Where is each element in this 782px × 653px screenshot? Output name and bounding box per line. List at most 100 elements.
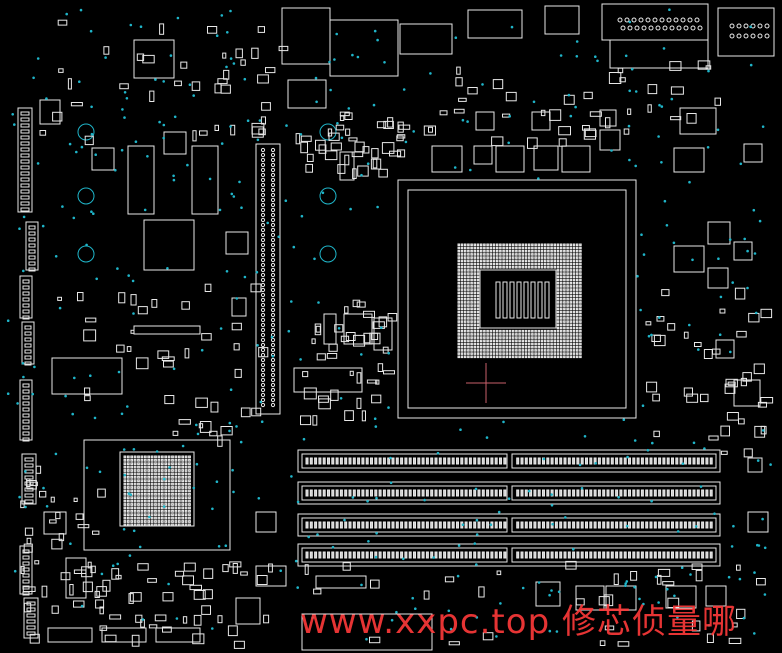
via (120, 412, 124, 416)
pcie-pin (270, 167, 276, 173)
dimm-pin (619, 521, 623, 529)
dimm-pin (430, 521, 434, 529)
io-pin (673, 17, 679, 23)
cpu-pad (508, 262, 512, 266)
cpu-pad (575, 249, 579, 253)
cpu-pad (467, 291, 470, 295)
chipset-ball (181, 455, 185, 459)
via (123, 116, 126, 119)
smd-component (70, 102, 83, 107)
cpu-pad (566, 329, 569, 333)
dimm-slot-4 (297, 543, 721, 567)
smd-component (77, 292, 84, 302)
dimm-pin (318, 521, 322, 529)
cpu-pad (543, 333, 547, 336)
chipset-ball (130, 458, 134, 462)
cpu-pad (563, 349, 566, 352)
dimm-pin (636, 551, 640, 559)
cpu-pad (556, 265, 560, 269)
header-pin (28, 249, 36, 254)
cpu-pad (508, 355, 512, 359)
cpu-pad (569, 253, 573, 256)
smd-component (558, 138, 567, 147)
dimm-pin (361, 551, 365, 559)
cpu-pad (463, 310, 467, 314)
dimm-pin (481, 457, 485, 465)
smd-component (217, 78, 228, 85)
header-pin (22, 567, 30, 572)
smd-component (349, 370, 354, 376)
chipset-ball (181, 492, 185, 496)
header-pin (22, 279, 30, 284)
via (116, 267, 119, 270)
smd-component (661, 289, 670, 297)
chipset-ball (184, 455, 188, 459)
smd-component (306, 153, 314, 163)
smd-component (695, 569, 703, 582)
dimm-pin (516, 521, 520, 529)
cpu-pad (579, 323, 582, 327)
cpu-pad (563, 253, 566, 256)
cpu-pad (559, 317, 563, 320)
chipset-ball (177, 455, 181, 459)
chipset-ball (177, 492, 181, 496)
chipset-ball (171, 469, 174, 472)
cpu-pad (559, 291, 563, 295)
cpu-pad (476, 349, 480, 352)
cpu-pad (579, 281, 582, 285)
pcie-pin (260, 317, 266, 323)
cpu-pad (457, 253, 461, 256)
cpu-pad (563, 265, 566, 269)
chipset-ball (177, 465, 181, 469)
ic-package (533, 145, 559, 171)
chipset-ball (164, 472, 168, 476)
cpu-pad (556, 259, 560, 263)
dimm-pin (382, 551, 386, 559)
smd-component (222, 52, 227, 59)
cpu-pad (559, 285, 563, 288)
smd-component (378, 316, 388, 328)
cpu-pad (540, 253, 544, 256)
cpu-pad (559, 326, 563, 330)
via (225, 65, 228, 69)
cpu-pad (559, 352, 563, 355)
smd-component (398, 124, 411, 130)
smd-component (75, 513, 84, 520)
dimm-pin (683, 489, 687, 497)
smd-component (204, 283, 212, 293)
smd-component (207, 26, 218, 34)
chipset-ball (181, 506, 185, 510)
cpu-pad (502, 352, 505, 355)
cpu-pad (569, 349, 573, 352)
smd-component (339, 115, 345, 121)
cpu-pad (569, 323, 573, 327)
chipset-ball (150, 516, 154, 520)
dimm-pin (688, 521, 692, 529)
cpu-pad (559, 304, 563, 307)
cpu-pad (575, 285, 579, 288)
dimm-pin (438, 521, 442, 529)
cpu-center-pad (537, 281, 543, 319)
cpu-pad (489, 342, 493, 346)
cpu-pad (521, 342, 525, 346)
chipset-ball (130, 482, 134, 486)
smd-component (201, 605, 211, 615)
cpu-pad (543, 355, 547, 359)
cpu-pad (556, 288, 560, 291)
pcie-pin (270, 207, 276, 213)
chipset-ball (154, 479, 157, 483)
cpu-pad (572, 349, 576, 352)
via (716, 128, 720, 132)
via (18, 227, 21, 230)
chipset-ball (167, 482, 171, 486)
via (502, 420, 505, 424)
cpu-pad (492, 262, 496, 266)
cpu-pad (566, 291, 569, 295)
cpu-pad (547, 349, 550, 352)
header-pin (22, 303, 30, 308)
cpu-pad (579, 339, 582, 343)
dimm-pin (589, 457, 593, 465)
chipset-ball (164, 469, 168, 472)
cpu-pad (476, 301, 480, 304)
